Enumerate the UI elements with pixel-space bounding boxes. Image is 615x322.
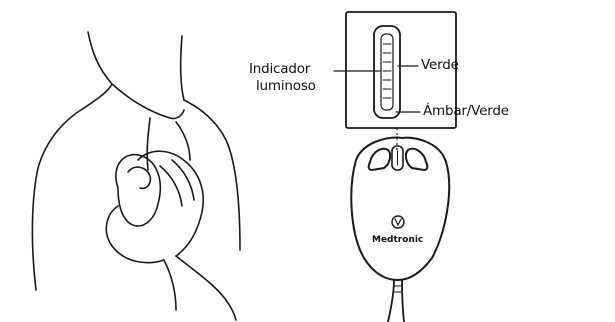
reader-right-button (406, 149, 427, 170)
label-green: Verde (421, 57, 459, 73)
patient-sternum (147, 118, 150, 170)
patient-neck-right (181, 36, 184, 100)
patient-shoulder-left (32, 108, 84, 290)
patient-neck-left (84, 32, 112, 108)
indicator-light-outer (374, 26, 400, 118)
reader-left-button (369, 149, 390, 170)
patient-collarbone (112, 84, 184, 119)
reader-cable (388, 280, 404, 322)
label-indicator-line2: luminoso (256, 78, 316, 94)
reader-logo-icon-mark (395, 219, 401, 225)
patient-torso (32, 32, 240, 290)
patient-armpit (176, 122, 190, 160)
hand-holding-device (106, 151, 236, 320)
label-amber-green: Ámbar/Verde (423, 103, 509, 119)
indicator-light-inner (381, 34, 393, 110)
reader-logo-icon (392, 216, 404, 228)
indicator-light-segments (383, 44, 391, 98)
hand-cuff (164, 260, 176, 310)
handheld-reader (351, 138, 449, 280)
reader-brand-text: Medtronic (372, 235, 423, 245)
device-under-hand-inner (128, 167, 150, 188)
hand-thumb (106, 206, 164, 263)
device-under-hand (116, 155, 160, 226)
hand-wrist (176, 256, 226, 300)
patient-shoulder-right (184, 100, 240, 250)
arm-lower (226, 300, 236, 320)
reader-body (351, 138, 449, 280)
hand-finger-gap-1 (160, 166, 182, 206)
label-indicator-line1: Indicador (249, 61, 310, 77)
